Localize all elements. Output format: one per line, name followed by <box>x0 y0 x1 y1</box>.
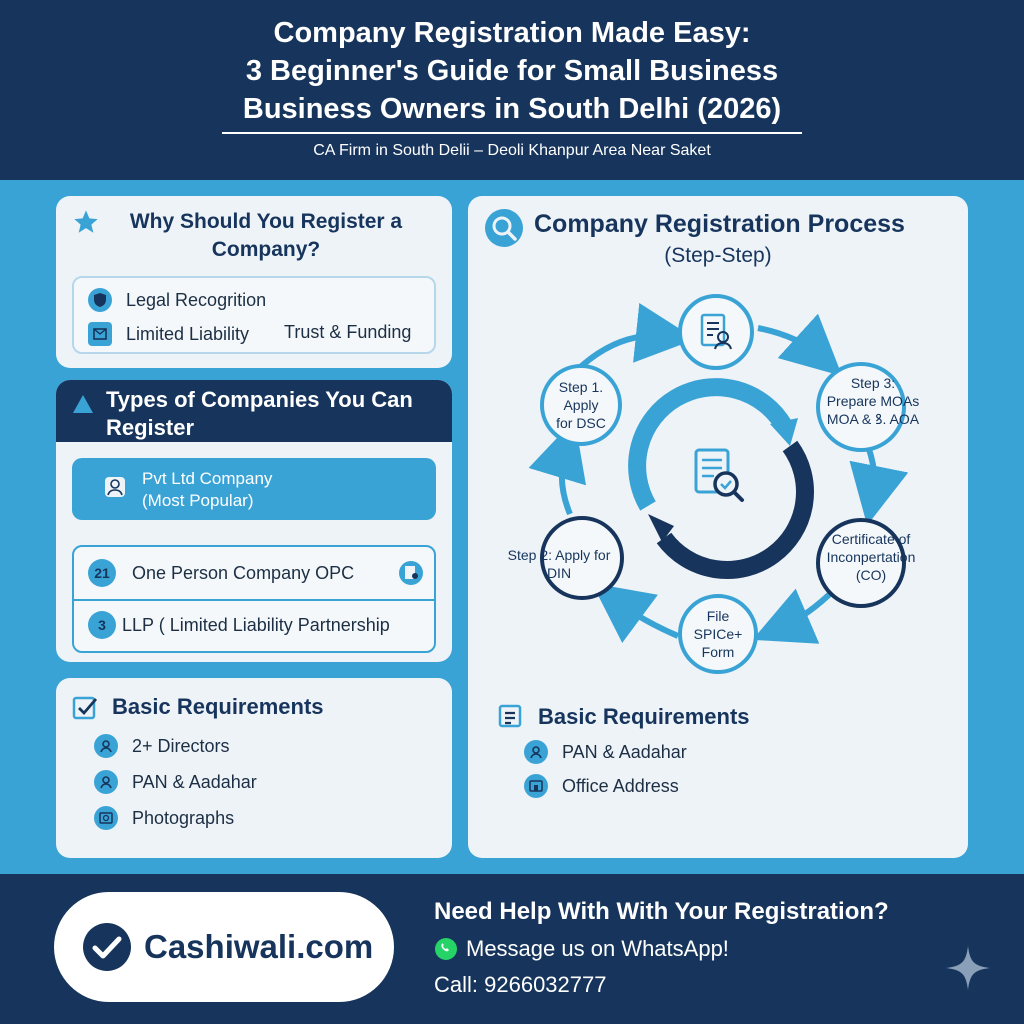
envelope-check-icon <box>88 322 112 346</box>
certificate-label: Certificate of Inconpertation (CO) <box>808 530 934 584</box>
company-types-header: Types of Companies You Can Register <box>56 380 452 442</box>
requirement-label: 2+ Directors <box>132 735 230 756</box>
document-person-icon <box>399 561 423 585</box>
process-basic-requirements-title: Basic Requirements <box>538 704 750 729</box>
list-item[interactable]: 3 LLP ( Limited Liability Partnership <box>88 611 390 639</box>
person-icon <box>105 477 125 497</box>
step-3-text-2: MOA & ꝸ. AOA <box>826 411 920 427</box>
whatsapp-link[interactable]: Message us on WhatsApp! <box>434 936 729 962</box>
step-3-label: Step 3: Prepare MOAs MOA & ꝸ. AOA <box>808 374 938 428</box>
title-line-1: Company Registration Made Easy: <box>273 17 751 49</box>
star-icon <box>74 210 98 233</box>
registration-process-card: Company Registration Process (Step-Step) <box>468 196 968 858</box>
checkbox-icon <box>72 696 98 720</box>
cert-text-2: (CO) <box>855 567 887 583</box>
step-1-text: Apply <box>563 397 599 413</box>
file-title: File <box>706 608 730 624</box>
item-number: 21 <box>88 559 116 587</box>
list-item: PAN & Aadahar <box>524 740 687 764</box>
benefit-label: Legal Recogrition <box>126 289 267 310</box>
brand-name: Cashiwali.com <box>144 928 374 965</box>
whatsapp-text: Message us on WhatsApp! <box>466 936 729 961</box>
search-icon <box>485 209 523 247</box>
process-step-1: Step 1. Apply for DSC <box>540 364 622 446</box>
type-pvt-ltd[interactable]: Pvt Ltd Company (Most Popular) <box>72 458 436 520</box>
person-icon <box>94 734 118 758</box>
edit-list-icon <box>498 704 522 728</box>
document-magnifier-icon <box>694 448 744 502</box>
header-banner: Company Registration Made Easy: 3 Beginn… <box>0 0 1024 180</box>
requirement-label: Photographs <box>132 807 235 828</box>
process-step-2 <box>540 516 624 600</box>
title-underline <box>222 132 802 134</box>
step-2-label: Step 2: Apply for DIN <box>494 546 624 582</box>
benefits-box: Legal Recogrition Limited Liability Trus… <box>72 276 436 354</box>
triangle-icon <box>73 395 93 413</box>
process-step-file-spice: File SPICe+ Form <box>678 594 758 674</box>
whatsapp-icon <box>435 938 457 960</box>
type-pvt-ltd-label: Pvt Ltd Company <box>142 469 273 488</box>
building-icon <box>524 774 548 798</box>
file-text: SPICe+ <box>693 626 743 642</box>
item-number: 3 <box>88 611 116 639</box>
brand-pill[interactable]: Cashiwali.com <box>54 892 394 1002</box>
step-3-text: Prepare MOAs <box>826 393 920 409</box>
cert-text: Inconpertation <box>826 549 916 565</box>
list-item: PAN & Aadahar <box>94 770 257 794</box>
header-subtitle: CA Firm in South Delii – Deoli Khanpur A… <box>313 142 711 159</box>
title-line-2: 3 Beginner's Guide for Small Business <box>245 55 779 87</box>
requirement-label: Office Address <box>562 775 679 796</box>
sparkle-icon <box>946 946 990 990</box>
help-heading: Need Help With With Your Registration? <box>434 898 889 925</box>
title-line-3: Business Owners in South Delhi (2026) <box>242 93 782 125</box>
list-item[interactable]: 21 One Person Company OPC <box>88 559 424 587</box>
basic-requirements-title: Basic Requirements <box>112 694 324 719</box>
shield-icon <box>88 288 112 312</box>
benefit-legal: Legal Recogrition <box>88 288 266 312</box>
process-cycle-diagram <box>528 303 909 644</box>
call-link[interactable]: Call: 9266032777 <box>434 972 607 997</box>
benefit-label: Trust & Funding <box>284 322 412 342</box>
type-pvt-ltd-note: (Most Popular) <box>142 491 254 510</box>
person-icon <box>524 740 548 764</box>
why-register-card: Why Should You Register a Company? Legal… <box>56 196 452 368</box>
step-1-label: Step 1. <box>558 379 604 395</box>
step-3-title: Step 3: <box>850 375 896 391</box>
type-llp-label: LLP ( Limited Liability Partnership <box>122 614 390 635</box>
process-title: Company Registration Process <box>534 210 905 238</box>
person-icon <box>94 770 118 794</box>
list-divider <box>74 599 434 601</box>
company-types-title: Types of Companies You Can Register <box>106 387 413 440</box>
photo-icon <box>94 806 118 830</box>
step-2-title: Step 2: Apply for <box>507 547 611 563</box>
process-step-certificate <box>816 518 906 608</box>
basic-requirements-card-left: Basic Requirements 2+ Directors PAN & Aa… <box>56 678 452 858</box>
list-item: Office Address <box>524 774 679 798</box>
process-step-3 <box>816 362 906 452</box>
company-types-card: Types of Companies You Can Register Pvt … <box>56 380 452 662</box>
benefit-label: Limited Liability <box>126 323 250 344</box>
document-person-icon <box>700 313 732 350</box>
checkmark-circle-icon <box>83 923 131 971</box>
cert-title: Certificate of <box>831 531 911 547</box>
list-item: 2+ Directors <box>94 734 230 758</box>
step-1-text-2: for DSC <box>556 415 606 431</box>
process-step-documents <box>678 294 754 370</box>
company-types-list: 21 One Person Company OPC 3 LLP ( Limite… <box>72 545 436 653</box>
footer-banner: Cashiwali.com Need Help With With Your R… <box>0 874 1024 1024</box>
benefit-liability: Limited Liability <box>88 322 249 346</box>
requirement-label: PAN & Aadahar <box>562 741 687 762</box>
list-item: Photographs <box>94 806 234 830</box>
benefit-trust: Trust & Funding <box>284 322 411 343</box>
step-2-text: DIN <box>546 565 572 581</box>
why-register-title: Why Should You Register a Company? <box>129 210 403 261</box>
file-text-2: Form <box>701 644 735 660</box>
process-subtitle: (Step-Step) <box>664 244 772 267</box>
requirement-label: PAN & Aadahar <box>132 771 257 792</box>
type-opc-label: One Person Company OPC <box>132 562 355 583</box>
